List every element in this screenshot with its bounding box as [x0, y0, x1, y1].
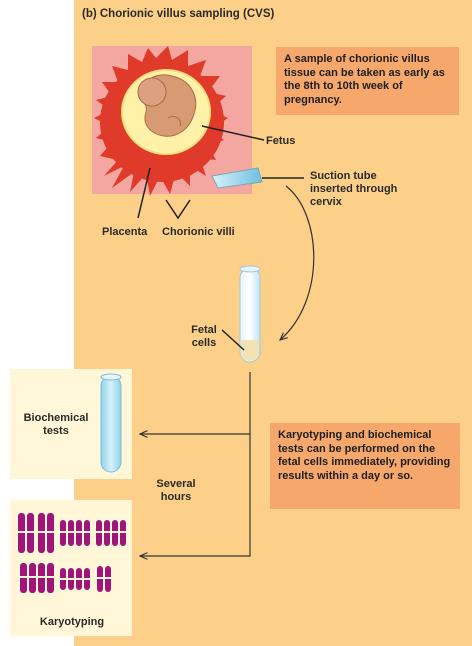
sample-timing-note: A sample of chorionic villus tissue can … — [276, 47, 459, 115]
several-hours-label-line1: Several — [146, 478, 206, 491]
fetal-cells-label-line2: cells — [184, 337, 224, 350]
fetal-cells-label: Fetal cells — [184, 324, 224, 350]
suction-tube-label-line1: Suction tube — [310, 170, 397, 183]
arrow-to-biochemical — [140, 372, 250, 434]
biochemical-tube — [101, 374, 121, 472]
figure-title: (b) Chorionic villus sampling (CVS) — [82, 8, 274, 20]
suction-tube-label: Suction tube inserted through cervix — [310, 170, 397, 209]
biochemical-tests-label: Biochemical tests — [14, 412, 98, 438]
fetal-cells-label-line1: Fetal — [184, 324, 224, 337]
fetal-cells-tube — [240, 266, 260, 362]
placenta-label: Placenta — [102, 226, 147, 239]
suction-tube-label-line2: inserted through — [310, 183, 397, 196]
karyotyping-label: Karyotyping — [30, 616, 114, 629]
flow-arrow-to-tube — [280, 186, 314, 340]
biochemical-label-line1: Biochemical — [14, 412, 98, 425]
villi-leader — [166, 200, 190, 218]
tests-timing-note: Karyotyping and biochemical tests can be… — [270, 423, 460, 509]
suction-tube-label-line3: cervix — [310, 196, 397, 209]
several-hours-label-line2: hours — [146, 491, 206, 504]
chorionic-villi-label: Chorionic villi — [162, 226, 235, 239]
karyotype-chromosomes — [17, 513, 127, 593]
several-hours-label: Several hours — [146, 478, 206, 504]
biochemical-label-line2: tests — [14, 425, 98, 438]
fetus-label: Fetus — [266, 135, 295, 148]
fetal-cells-sample — [241, 340, 259, 361]
